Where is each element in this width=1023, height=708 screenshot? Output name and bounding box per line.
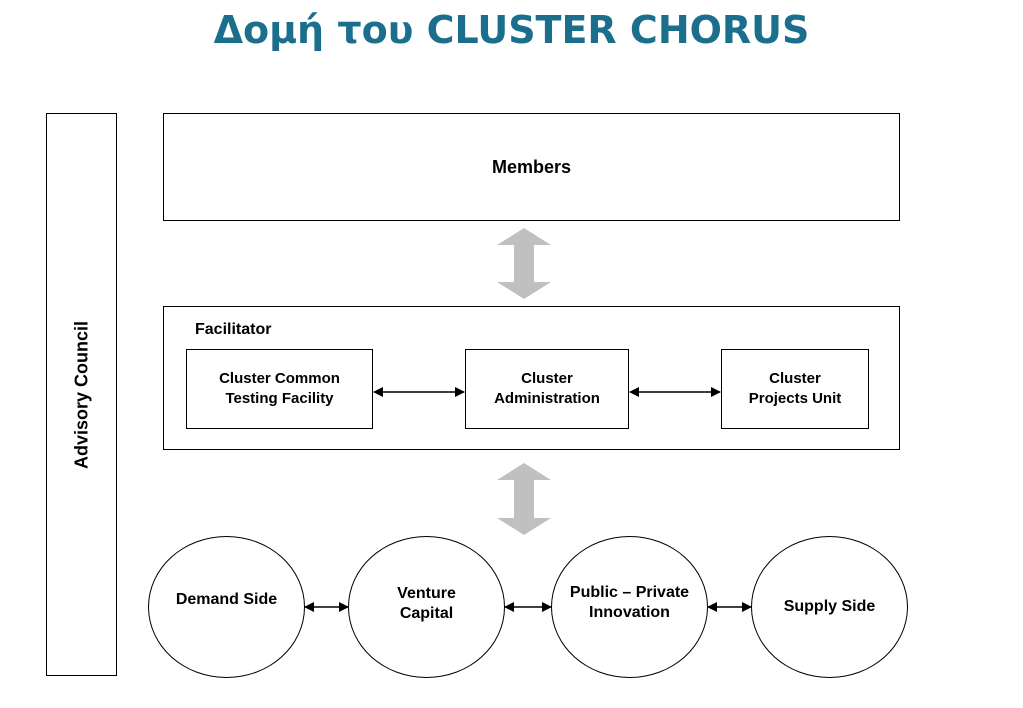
- cluster-projects-unit-box: Cluster Projects Unit: [721, 349, 869, 429]
- members-label: Members: [491, 156, 572, 177]
- facilitator-label: Facilitator: [195, 321, 272, 338]
- supply-side-label: Supply Side: [783, 598, 876, 615]
- members-box: Members: [163, 113, 900, 221]
- cluster-administration-label: Cluster Administration: [494, 370, 600, 407]
- members-facilitator-double-arrow: [497, 228, 551, 299]
- advisory-council-label: Advisory Council: [71, 320, 91, 469]
- public-private-innovation-circle: Public – Private Innovation: [551, 536, 708, 678]
- demand-side-circle: Demand Side: [148, 536, 305, 678]
- cluster-projects-unit-label: Cluster Projects Unit: [748, 370, 842, 407]
- venture-capital-label: Venture Capital: [397, 585, 456, 622]
- advisory-council-box: Advisory Council: [46, 113, 117, 676]
- supply-side-circle: Supply Side: [751, 536, 908, 678]
- cluster-common-testing-facility-label: Cluster Common Testing Facility: [219, 370, 340, 407]
- public-private-innovation-label: Public – Private Innovation: [569, 584, 690, 621]
- cluster-administration-box: Cluster Administration: [465, 349, 629, 429]
- cluster-common-testing-facility-box: Cluster Common Testing Facility: [186, 349, 373, 429]
- venture-capital-circle: Venture Capital: [348, 536, 505, 678]
- facilitator-sides-double-arrow: [497, 463, 551, 535]
- demand-side-label: Demand Side: [175, 591, 278, 608]
- page-title: Δομή του CLUSTER CHORUS: [213, 8, 810, 52]
